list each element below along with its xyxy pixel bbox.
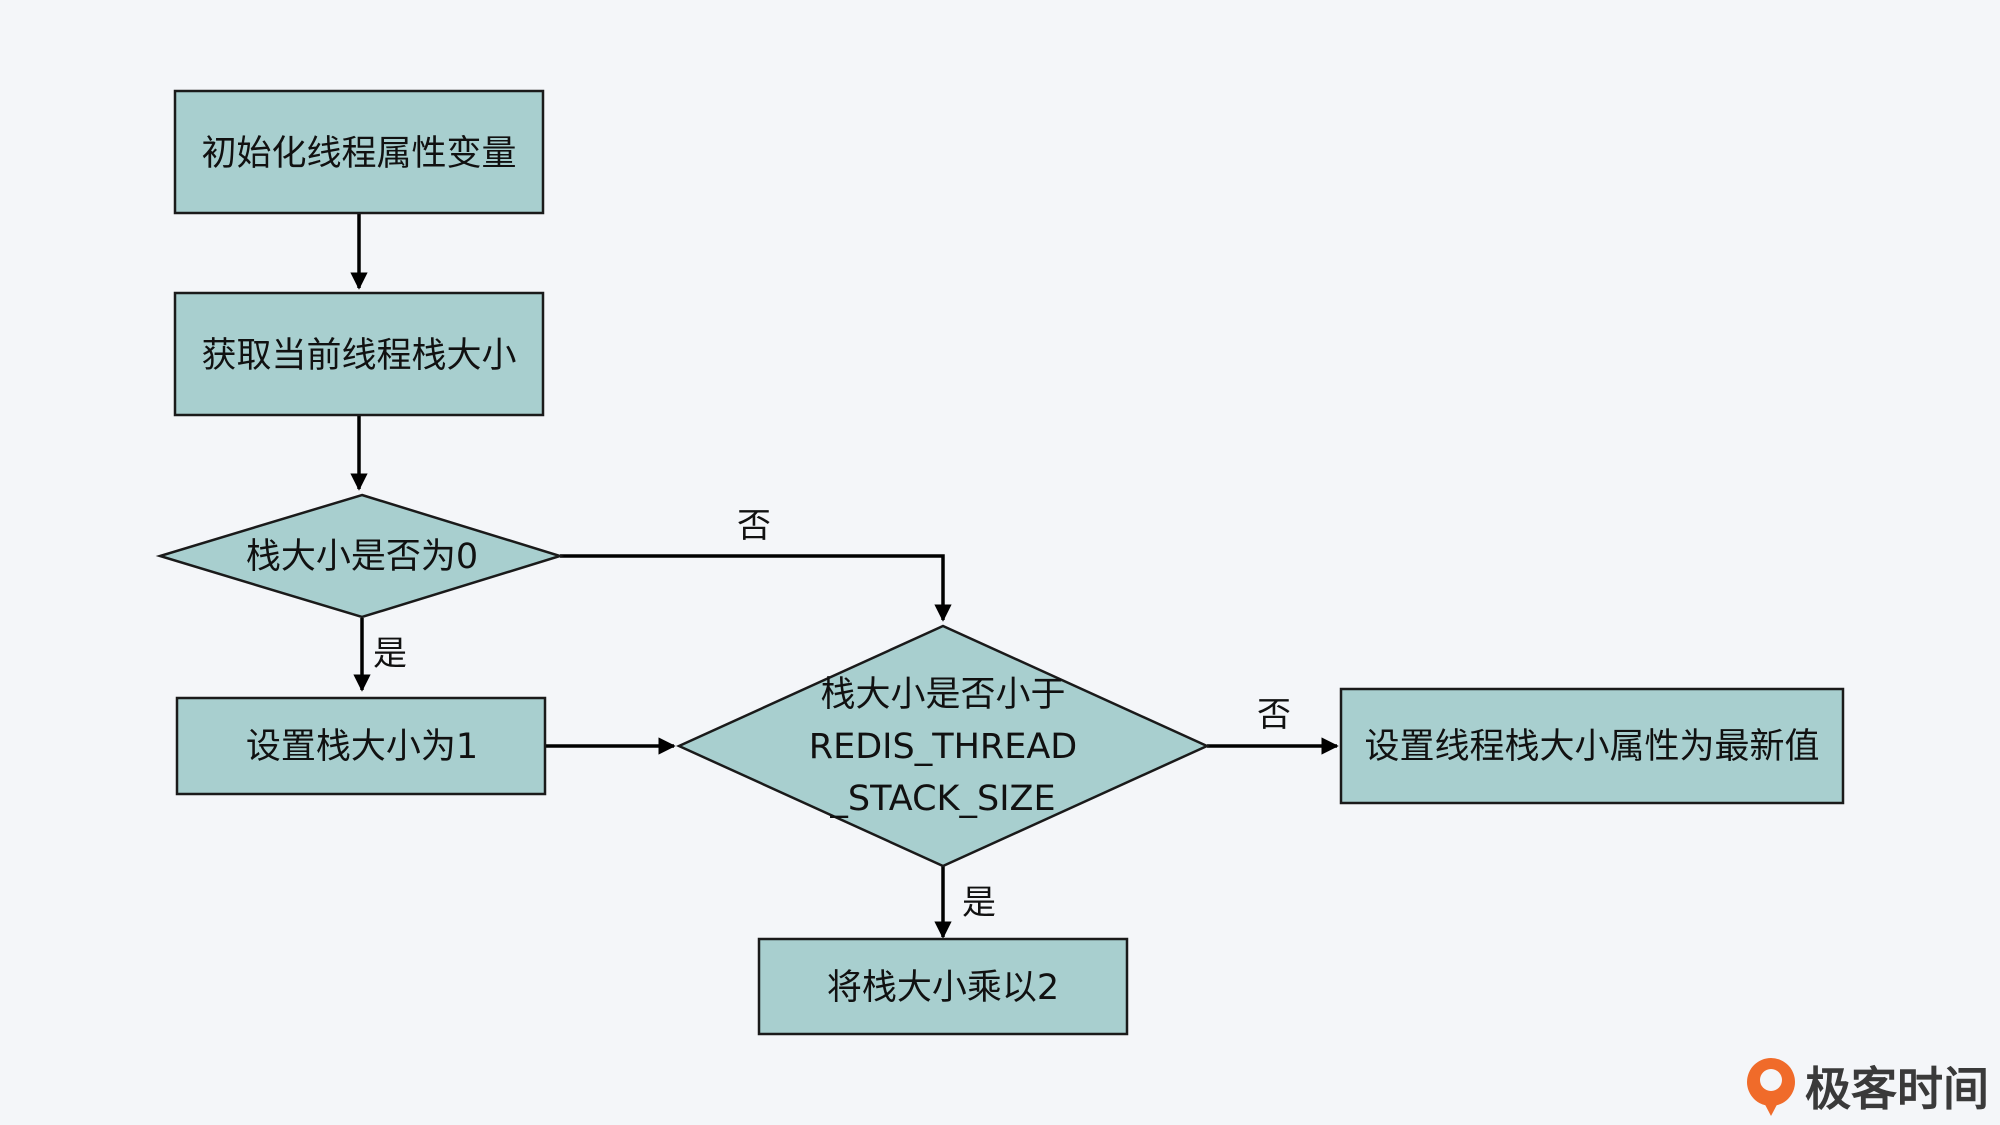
node-set-latest-label: 设置线程栈大小属性为最新值: [1364, 727, 1819, 767]
brand-logo: 极客时间: [1747, 1058, 1989, 1116]
node-compare: 栈大小是否小于 REDIS_THREAD _STACK_SIZE: [675, 624, 1211, 868]
node-init-label: 初始化线程属性变量: [201, 134, 516, 174]
edge-label-zero-no: 否: [737, 506, 771, 546]
node-get-size-label: 获取当前线程栈大小: [201, 336, 516, 376]
edge-is-zero-no: [560, 554, 952, 622]
edges: [350, 214, 1339, 939]
edge-label-compare-no: 否: [1257, 695, 1291, 735]
node-compare-line2: REDIS_THREAD: [809, 727, 1077, 767]
node-set-one-label: 设置栈大小为1: [246, 727, 478, 767]
node-compare-line1: 栈大小是否小于: [820, 675, 1065, 715]
edge-label-zero-yes: 是: [373, 634, 407, 674]
node-set-latest: 设置线程栈大小属性为最新值: [1339, 687, 1845, 805]
brand-name: 极客时间: [1805, 1062, 1989, 1116]
node-set-one: 设置栈大小为1: [175, 696, 547, 796]
geektime-logo-icon: [1747, 1058, 1795, 1116]
node-get-size: 获取当前线程栈大小: [173, 291, 545, 417]
node-is-zero: 栈大小是否为0: [155, 493, 565, 619]
node-double: 将栈大小乘以2: [757, 937, 1129, 1036]
node-init: 初始化线程属性变量: [173, 89, 545, 215]
node-double-label: 将栈大小乘以2: [827, 968, 1059, 1008]
node-is-zero-label: 栈大小是否为0: [246, 537, 478, 577]
node-compare-line3: _STACK_SIZE: [829, 779, 1055, 819]
edge-label-compare-yes: 是: [962, 883, 996, 923]
